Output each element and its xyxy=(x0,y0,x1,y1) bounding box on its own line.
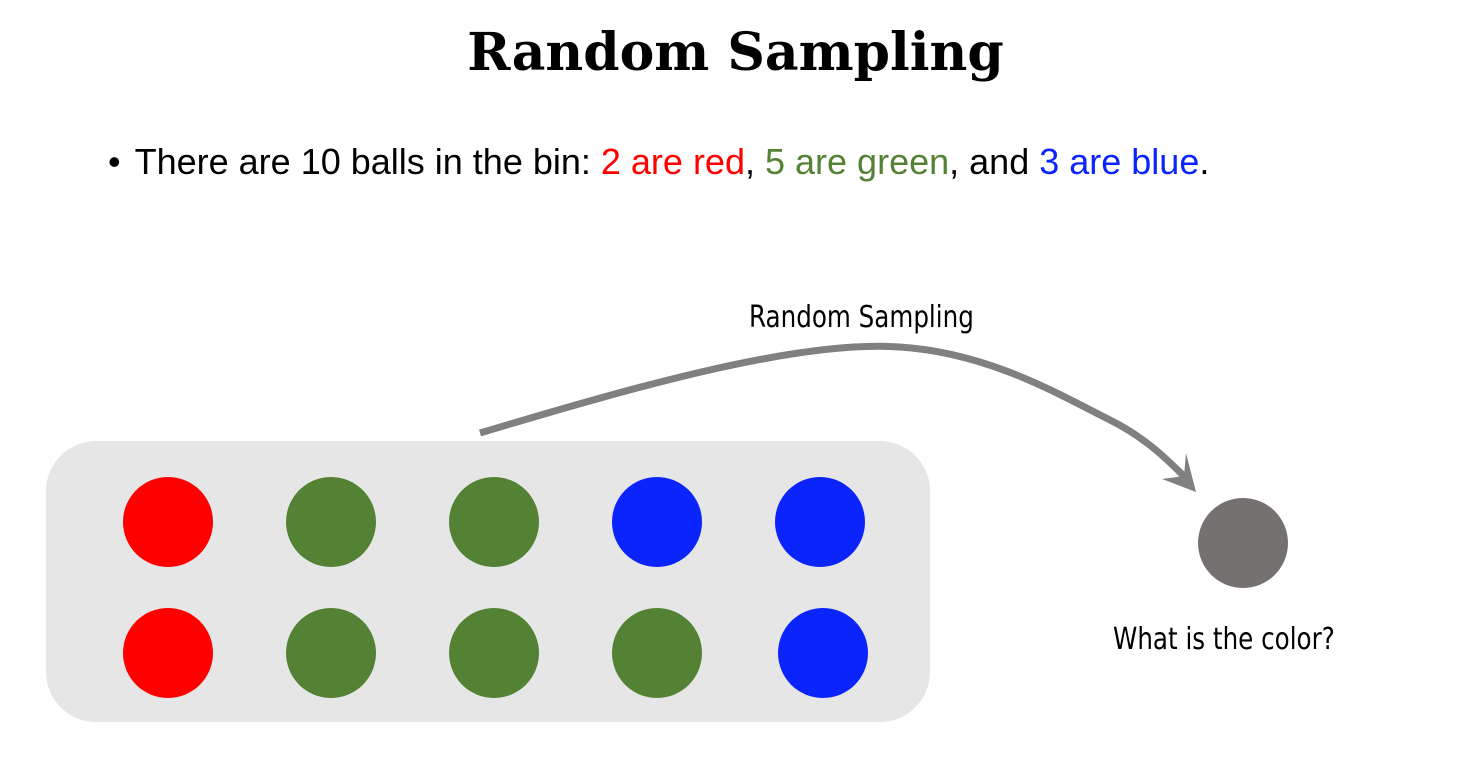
ball-blue xyxy=(778,608,868,698)
bullet-text-blue: 3 are blue xyxy=(1039,141,1200,182)
bullet-text-sep2: , and xyxy=(949,141,1040,182)
ball-red xyxy=(123,477,213,567)
ball-blue xyxy=(612,477,702,567)
ball-bin xyxy=(46,441,930,722)
ball-red xyxy=(123,608,213,698)
ball-green xyxy=(286,608,376,698)
ball-green xyxy=(449,608,539,698)
slide-title: Random Sampling xyxy=(467,22,1004,83)
bullet-text-period: . xyxy=(1199,141,1210,182)
bullet-text-intro: There are 10 balls in the bin: xyxy=(134,141,601,182)
bullet-text-sep1: , xyxy=(744,141,765,182)
sampled-ball xyxy=(1198,498,1288,588)
arrowhead-icon xyxy=(1162,453,1196,492)
question-label: What is the color? xyxy=(1113,622,1335,657)
bullet-text-green: 5 are green xyxy=(765,141,950,182)
bullet-marker: • xyxy=(108,141,121,182)
ball-blue xyxy=(775,477,865,567)
bullet-point: • There are 10 balls in the bin: 2 are re… xyxy=(108,138,1209,186)
sampling-arrow xyxy=(478,342,1189,481)
bullet-text-red: 2 are red xyxy=(600,141,745,182)
arrow-label: Random Sampling xyxy=(749,300,974,335)
ball-green xyxy=(612,608,702,698)
ball-green xyxy=(449,477,539,567)
ball-green xyxy=(286,477,376,567)
